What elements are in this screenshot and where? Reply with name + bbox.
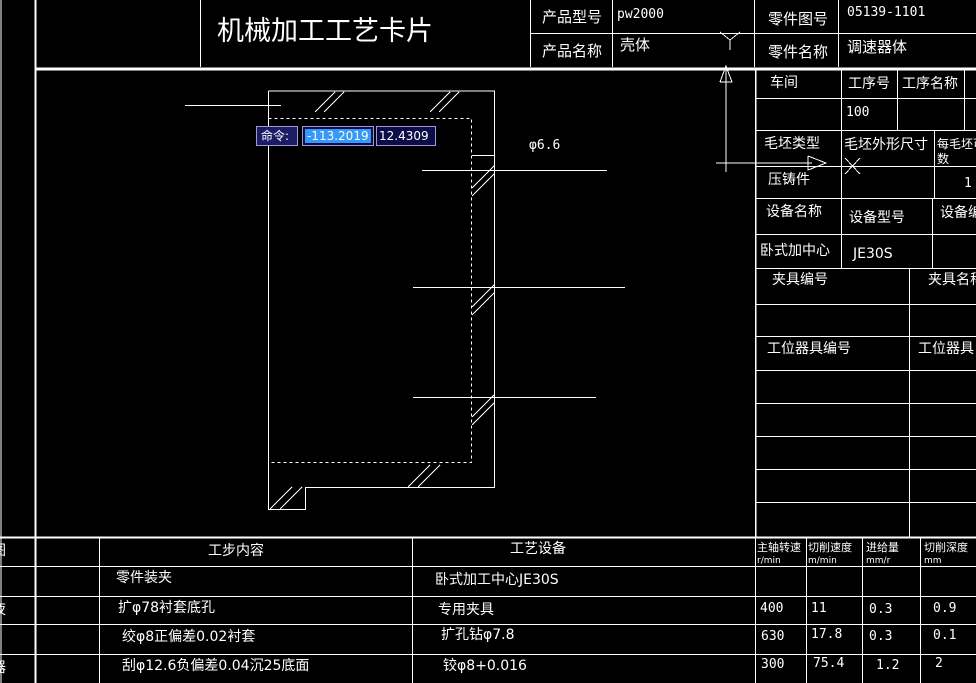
equipment-model-label: 设备型号 [849, 210, 905, 226]
command-x-value: -113.2019 [305, 129, 371, 143]
equipment-name-label: 设备名称 [766, 204, 822, 220]
step-equipment-cell: 扩孔钻φ7.8 [441, 627, 515, 643]
left-edge-fragment: 夜 [0, 603, 6, 617]
steps-header-spindle-speed: 主轴转速 [757, 541, 801, 554]
step-speed-cell: 300 [761, 657, 785, 672]
step-feed-cell: 0.3 [869, 629, 893, 644]
card-title: 机械加工工艺卡片 [217, 16, 433, 47]
steps-header-cutting-speed-unit: m/min [808, 556, 837, 566]
step-depth-cell: 0.1 [933, 628, 957, 643]
part-drawing-no-value: 05139-1101 [847, 5, 926, 20]
step-equipment-cell: 专用夹具 [438, 602, 494, 618]
operation-name-label: 工序名称 [902, 76, 958, 92]
step-content-cell: 绞φ8正偏差0.02衬套 [122, 629, 256, 645]
step-speed-cell: 630 [761, 629, 785, 644]
per-blank-label-2: 数 [937, 152, 950, 166]
steps-header-feed-unit: mm/r [866, 556, 891, 566]
blank-type-label: 毛坯类型 [764, 136, 820, 152]
steps-header-spindle-speed-unit: r/min [757, 556, 781, 566]
command-prompt-label: 命令: [256, 126, 298, 146]
command-y-value: 12.4309 [379, 129, 429, 143]
step-cutting-cell: 75.4 [813, 656, 845, 671]
diameter-dimension-label: φ6.6 [529, 138, 561, 153]
workshop-label: 车间 [770, 75, 798, 91]
product-name-value: 壳体 [620, 36, 651, 54]
equipment-model-value: JE30S [853, 246, 893, 262]
left-edge-fragment: 器 [0, 661, 6, 675]
per-blank-label-1: 每毛坯可 [937, 137, 976, 151]
part-drawing-no-label: 零件图号 [768, 10, 829, 28]
steps-header-depth-unit: mm [924, 556, 942, 566]
blank-type-value: 压铸件 [768, 172, 810, 188]
step-feed-cell: 1.2 [876, 658, 900, 673]
step-depth-cell: 2 [935, 656, 943, 671]
per-blank-value: 1 [964, 176, 972, 191]
step-equipment-cell: 铰φ8+0.016 [443, 658, 527, 674]
operation-no-label: 工序号 [848, 76, 890, 92]
product-name-label: 产品名称 [542, 42, 603, 60]
part-name-value: 调速器体 [847, 38, 908, 56]
step-cutting-cell: 17.8 [811, 627, 843, 642]
steps-header-depth: 切削深度 [924, 541, 968, 554]
part-name-label: 零件名称 [768, 43, 829, 61]
command-x-field[interactable]: -113.2019 [302, 126, 374, 146]
steps-header-content: 工步内容 [208, 543, 264, 559]
step-equipment-cell: 卧式加工中心JE30S [435, 572, 559, 588]
steps-header-feed: 进给量 [866, 541, 899, 554]
step-content-cell: 刮φ12.6负偏差0.04沉25底面 [122, 658, 310, 674]
step-depth-cell: 0.9 [933, 601, 957, 616]
steps-header-cutting-speed: 切削速度 [808, 541, 852, 554]
step-content-cell: 零件装夹 [116, 570, 172, 586]
product-model-value: pw2000 [617, 7, 664, 22]
station-tool-name-label: 工位器具 [918, 341, 974, 357]
command-y-field[interactable]: 12.4309 [376, 126, 436, 146]
product-model-label: 产品型号 [542, 8, 603, 26]
step-speed-cell: 400 [760, 601, 784, 616]
equipment-no-label: 设备编 [940, 205, 976, 221]
blank-size-label: 毛坯外形尺寸 [844, 137, 928, 153]
step-cutting-cell: 11 [811, 601, 827, 616]
fixture-name-label: 夹具名称 [928, 272, 976, 288]
equipment-name-value: 卧式加中心 [760, 243, 830, 259]
step-content-cell: 扩φ78衬套底孔 [118, 600, 216, 616]
left-edge-fragment: 图 [0, 544, 6, 558]
station-tool-no-label: 工位器具编号 [767, 341, 851, 357]
fixture-no-label: 夹具编号 [772, 272, 828, 288]
operation-no-value: 100 [846, 105, 870, 120]
steps-header-equipment: 工艺设备 [510, 541, 566, 557]
step-feed-cell: 0.3 [869, 602, 893, 617]
